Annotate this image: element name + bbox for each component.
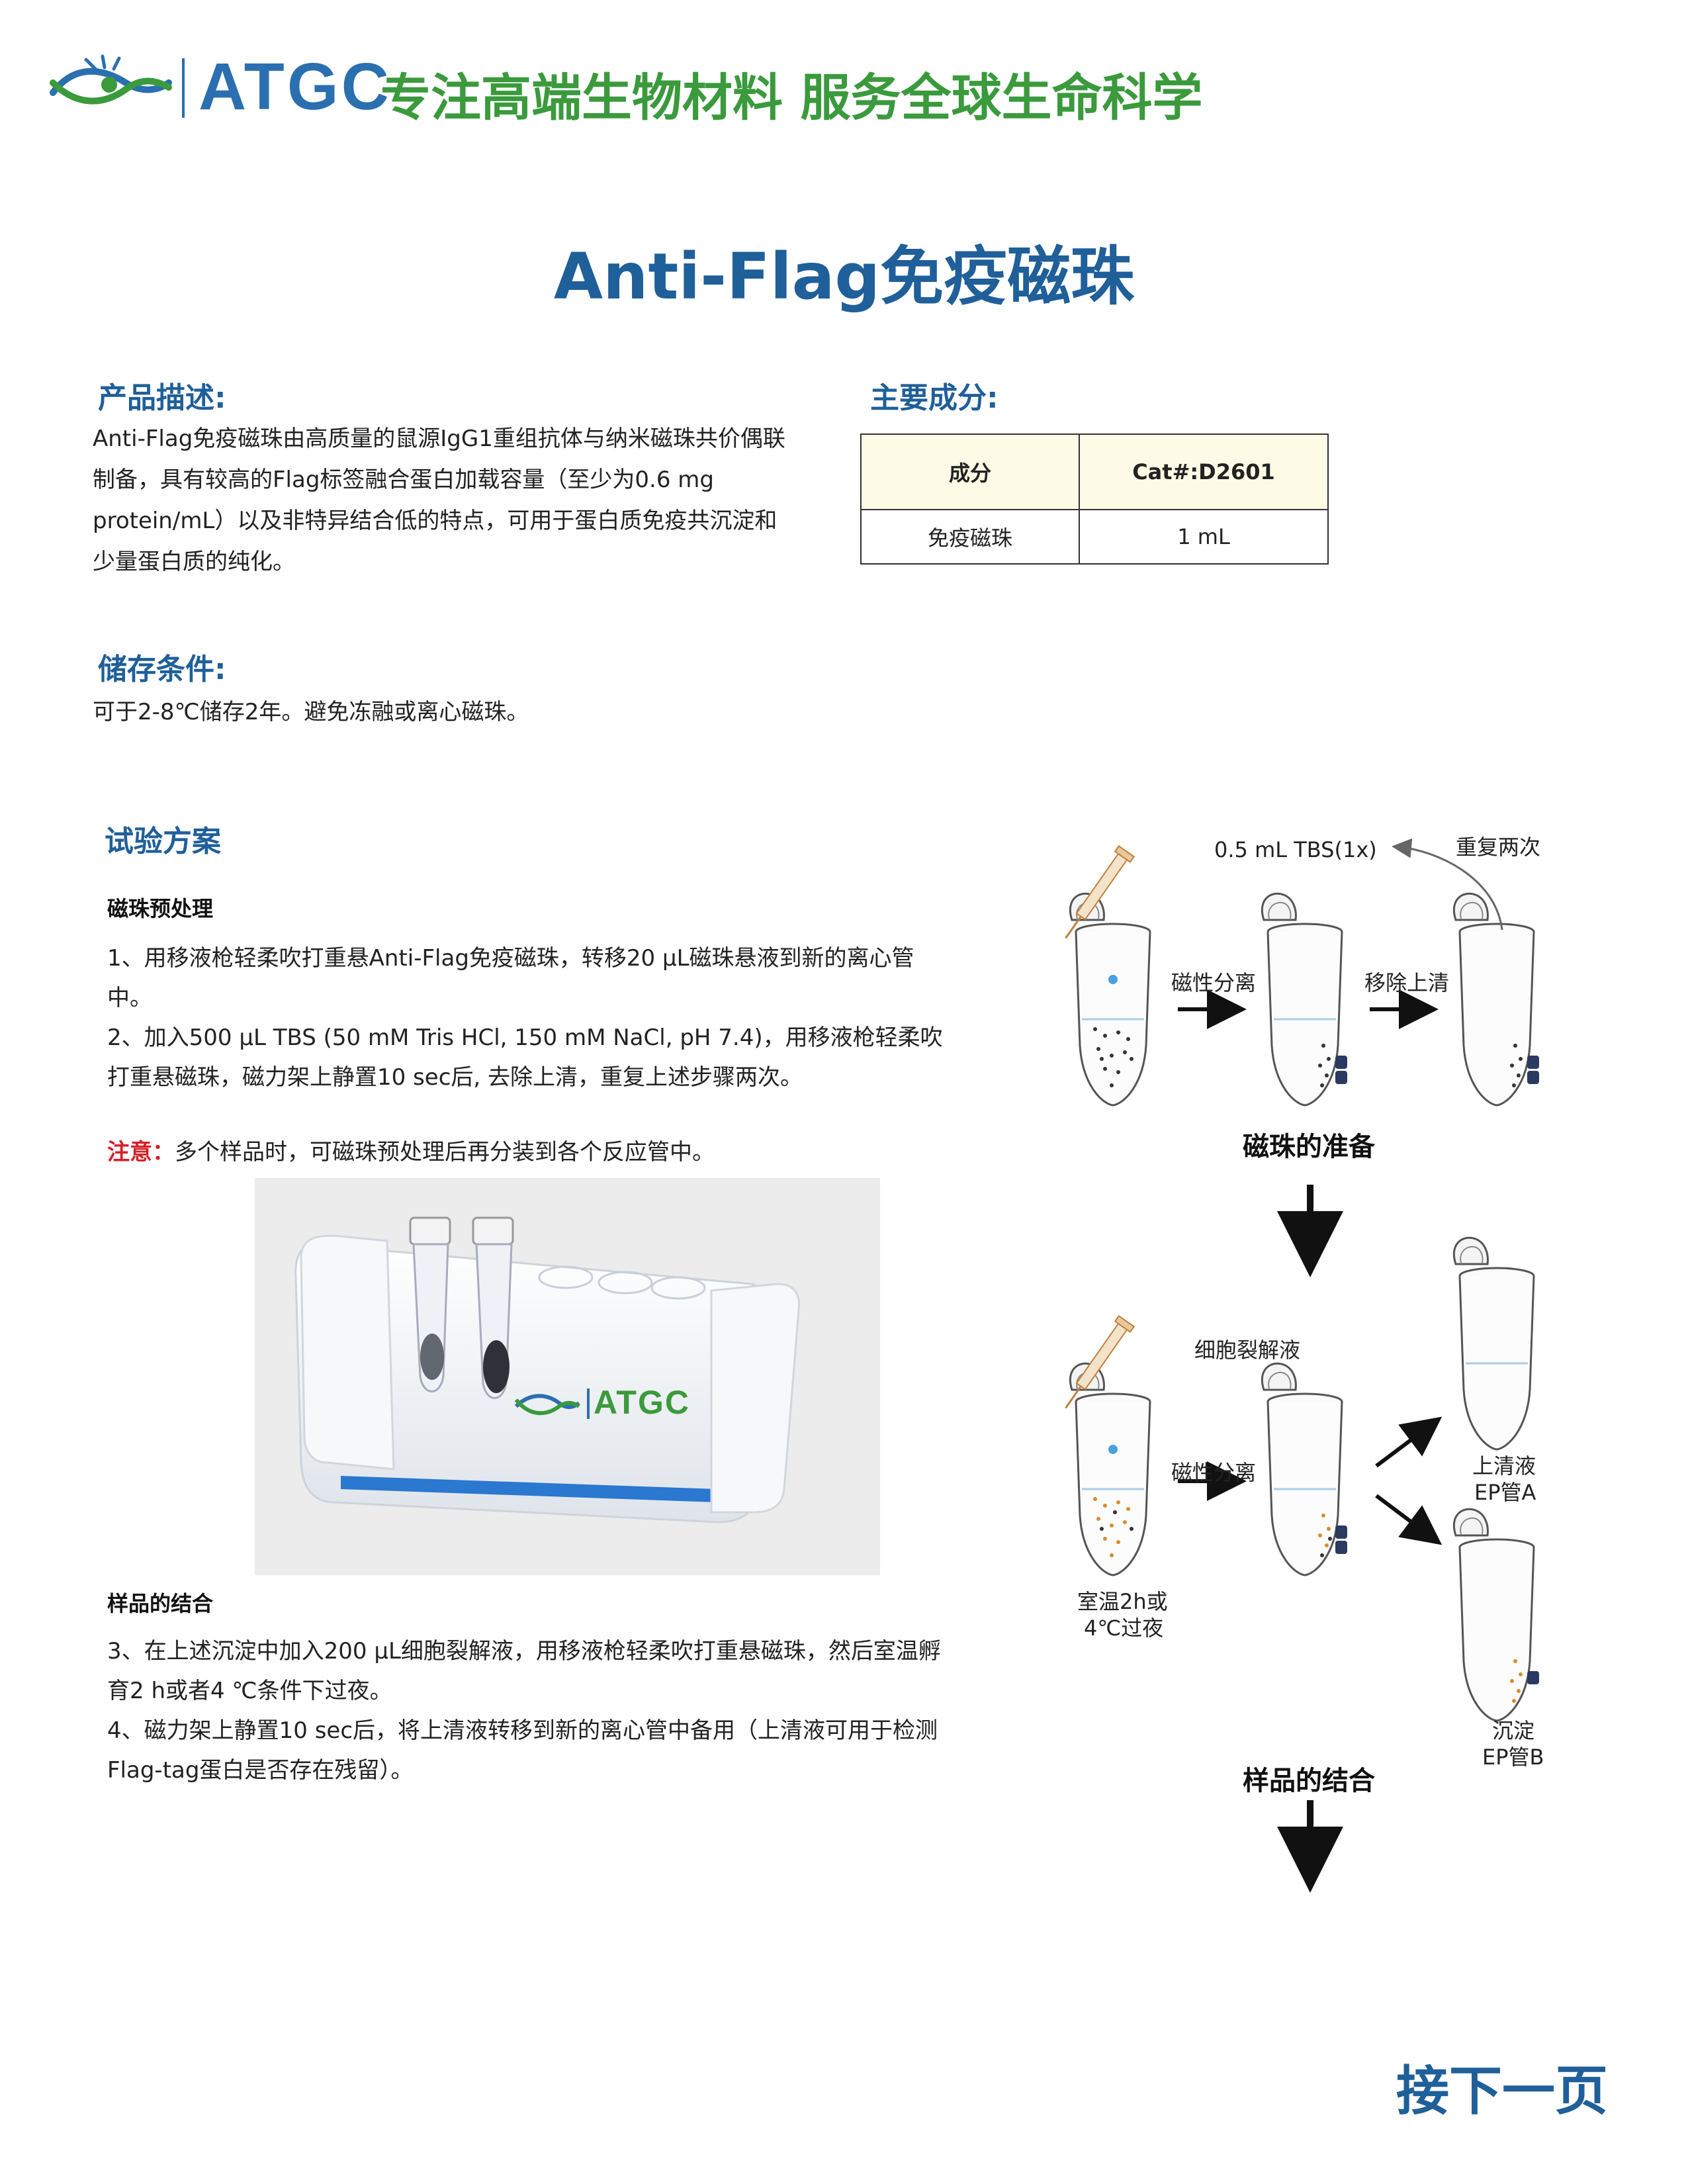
protocol-heading: 试验方案	[105, 825, 221, 858]
arrow-up-right	[1375, 1416, 1443, 1468]
pipette-2	[1065, 1314, 1135, 1409]
step-line: 1、用移液枪轻柔吹打重悬Anti-Flag免疫磁珠，转移20 µL磁珠悬液到新的…	[107, 945, 914, 972]
pretreat-note: 注意：多个样品时，可磁珠预处理后再分装到各个反应管中。	[107, 1132, 715, 1173]
brand-name: ATGC	[199, 50, 392, 124]
description-line: 制备，具有较高的Flag标签融合蛋白加载容量（至少为0.6 mg	[93, 467, 714, 493]
description-heading: 产品描述:	[98, 381, 226, 415]
table-row: 免疫磁珠 1 mL	[860, 509, 1329, 565]
tube-5	[1261, 1362, 1347, 1576]
tbs-label: 0.5 mL TBS(1x)	[1214, 837, 1377, 862]
repeat-label: 重复两次	[1456, 835, 1541, 860]
supernatant-label: 上清液	[1472, 1453, 1536, 1479]
tube-b	[1452, 1508, 1539, 1722]
step-line: 3、在上述沉淀中加入200 µL细胞裂解液，用移液枪轻柔吹打重悬磁珠，然后室温孵	[107, 1638, 941, 1664]
magnetic-rack-photo: ATGC	[255, 1178, 880, 1575]
storage-heading: 储存条件:	[98, 653, 226, 686]
table-header-cell: 成分	[860, 433, 1080, 510]
lysate-label: 细胞裂解液	[1194, 1338, 1301, 1363]
step-line: 打重悬磁珠，磁力架上静置10 sec后, 去除上清，重复上述步骤两次。	[107, 1064, 803, 1091]
incubate-label: 室温2h或	[1077, 1589, 1168, 1614]
slogan: 专注高端生物材料 服务全球生命科学	[380, 68, 1203, 127]
pipette-1	[1065, 844, 1135, 939]
step-line: 中。	[107, 985, 152, 1011]
table-cell: 1 mL	[1079, 509, 1329, 565]
description-line: protein/mL）以及非特异结合低的特点，可用于蛋白质免疫共沉淀和	[93, 508, 777, 534]
magnetic-rack-illustration	[294, 1216, 801, 1524]
tube-1	[1069, 892, 1151, 1107]
tube-4	[1069, 1362, 1151, 1576]
tube-b-label: EP管B	[1482, 1745, 1544, 1770]
table-header-cell: Cat#:D2601	[1079, 433, 1329, 510]
magnet-sep-label: 磁性分离	[1171, 1460, 1257, 1485]
binding-title: 样品的结合	[107, 1591, 214, 1616]
step-line: 育2 h或者4 ℃条件下过夜。	[107, 1678, 392, 1704]
magnet-sep-label: 磁性分离	[1171, 970, 1257, 995]
table-cell: 免疫磁珠	[860, 509, 1080, 565]
pretreat-steps: 1、用移液枪轻柔吹打重悬Anti-Flag免疫磁珠，转移20 µL磁珠悬液到新的…	[107, 938, 1034, 1097]
note-text: 多个样品时，可磁珠预处理后再分装到各个反应管中。	[175, 1139, 715, 1165]
page-title: Anti-Flag免疫磁珠	[553, 240, 1135, 314]
remove-sup-label: 移除上清	[1364, 970, 1450, 995]
binding-caption: 样品的结合	[1243, 1766, 1375, 1796]
components-heading: 主要成分:	[870, 381, 999, 415]
workflow-diagram	[1065, 838, 1539, 1893]
step-line: Flag-tag蛋白是否存在残留）。	[107, 1757, 414, 1784]
arrow-down-right	[1375, 1494, 1443, 1545]
description-line: 少量蛋白质的纯化。	[93, 549, 295, 575]
repeat-arrow	[1392, 838, 1503, 931]
description-text: Anti-Flag免疫磁珠由高质量的鼠源IgG1重组抗体与纳米磁珠共价偶联 制备…	[93, 418, 860, 582]
table-header-row: 成分 Cat#:D2601	[860, 433, 1329, 510]
note-label: 注意：	[107, 1139, 175, 1165]
rack-brand: ATGC	[594, 1384, 690, 1421]
description-line: Anti-Flag免疫磁珠由高质量的鼠源IgG1重组抗体与纳米磁珠共价偶联	[93, 426, 785, 452]
logo-icon	[50, 54, 172, 105]
incubate-label: 4℃过夜	[1084, 1615, 1164, 1641]
tube-2	[1261, 892, 1347, 1107]
pretreat-title: 磁珠预处理	[107, 896, 214, 921]
step-line: 2、加入500 µL TBS (50 mM Tris HCl, 150 mM N…	[107, 1024, 943, 1051]
logo-divider	[182, 58, 185, 118]
tube-a	[1452, 1236, 1535, 1451]
components-table: 成分 Cat#:D2601 免疫磁珠 1 mL	[860, 433, 1329, 565]
step-line: 4、磁力架上静置10 sec后，将上清液转移到新的离心管中备用（上清液可用于检测	[107, 1717, 938, 1744]
header: ATGC 专注高端生物材料 服务全球生命科学	[40, 40, 1628, 146]
storage-text: 可于2-8℃储存2年。避免冻融或离心磁珠。	[93, 699, 529, 725]
next-page-link[interactable]: 接下一页	[1396, 2060, 1608, 2122]
tube-a-label: EP管A	[1474, 1480, 1536, 1505]
prep-caption: 磁珠的准备	[1243, 1132, 1375, 1162]
tube-3	[1452, 892, 1539, 1107]
binding-steps: 3、在上述沉淀中加入200 µL细胞裂解液，用移液枪轻柔吹打重悬磁珠，然后室温孵…	[107, 1631, 1034, 1790]
pellet-label: 沉淀	[1492, 1718, 1535, 1743]
